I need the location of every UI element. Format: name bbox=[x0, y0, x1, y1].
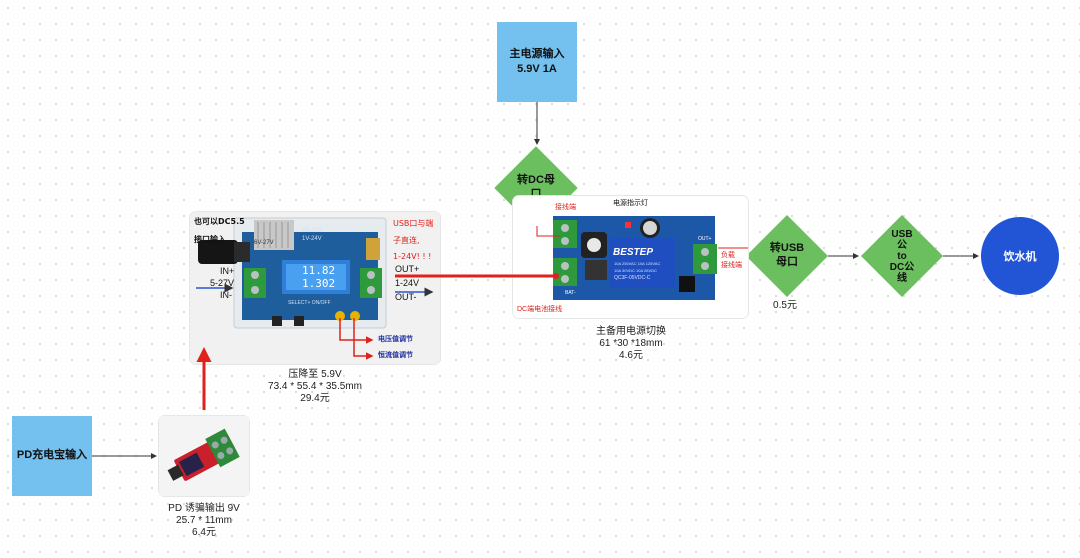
red-wire-dc-to-switch bbox=[536, 226, 560, 237]
buck-caption-line: 73.4 * 55.4 * 35.5mm bbox=[268, 381, 362, 392]
switch-label-load: 负载 bbox=[721, 252, 735, 259]
switch-caption-line: 主备用电源切换 bbox=[596, 326, 666, 337]
buck-converter-image bbox=[190, 212, 440, 364]
buck-note-dc: 也可以DC5.5 bbox=[194, 217, 245, 226]
buck-silk-text: ZK-J3X bbox=[302, 228, 323, 234]
switch-label-indicator: 电源指示灯 bbox=[613, 200, 648, 207]
buck-caption-line: 压降至 5.9V bbox=[288, 369, 342, 380]
to-dc-diamond[interactable]: 转DC母 口 bbox=[494, 146, 578, 230]
switch-relay-text: 10A 30VDC 10A 28VDC bbox=[614, 268, 657, 273]
switch-module-image bbox=[513, 196, 748, 318]
switch-module-card[interactable]: BESTEP 10A 250VAC 10A 125VAC 10A 30VDC 1… bbox=[513, 196, 748, 318]
buck-out-range: 1-24V bbox=[395, 278, 420, 288]
buck-silk-text: SELECT+ ON/OFF bbox=[288, 300, 331, 306]
water-machine-node[interactable]: 饮水机 bbox=[981, 217, 1059, 295]
to-dc-label: 转DC母 口 bbox=[517, 174, 555, 200]
pd-trigger-card[interactable] bbox=[159, 416, 249, 496]
buck-converter-card[interactable]: 也可以DC5.5 接口输入 USB口与端 子直连, 1-24V! ! ! ZK-… bbox=[190, 212, 440, 364]
usb-to-dc-label: USB 公 to DC公 线 bbox=[889, 228, 915, 284]
red-wire-dot bbox=[553, 273, 559, 279]
switch-label-out: OUT+ bbox=[698, 236, 712, 242]
switch-label-load: 接线端 bbox=[721, 262, 742, 269]
switch-label-battery: DC端电池接线 bbox=[517, 306, 563, 313]
switch-brand: BESTEP bbox=[613, 247, 654, 258]
pd-trigger-caption-line: 25.7 * 11mm bbox=[176, 515, 232, 526]
buck-out-plus: OUT+ bbox=[395, 264, 420, 274]
switch-caption: 主备用电源切换 61 *30 *18mm 4.6元 bbox=[566, 326, 696, 362]
red-wire-voltage-adjust bbox=[339, 318, 374, 344]
switch-caption-line: 4.6元 bbox=[619, 350, 643, 361]
switch-label-terminal: 接线端 bbox=[555, 204, 576, 211]
buck-caption-line: 29.4元 bbox=[300, 393, 330, 404]
buck-usb-note: USB口与端 bbox=[393, 219, 434, 228]
to-usb-diamond[interactable]: 转USB 母口 bbox=[745, 214, 829, 298]
buck-usb-note: 1-24V! ! ! bbox=[393, 252, 432, 261]
buck-usb-note: 子直连, bbox=[393, 236, 420, 245]
buck-caption: 压降至 5.9V 73.4 * 55.4 * 35.5mm 29.4元 bbox=[245, 369, 385, 405]
buck-silk-text: 6V-27V bbox=[254, 240, 274, 246]
pd-trigger-caption-line: 6.4元 bbox=[192, 527, 216, 538]
pd-trigger-caption-line: PD 诱骗输出 9V bbox=[168, 503, 240, 514]
buck-silk-text: 1V-24V bbox=[302, 236, 322, 242]
buck-in-plus: IN+ bbox=[220, 266, 235, 276]
usb-price-caption: 0.5元 bbox=[773, 300, 797, 311]
buck-display-volts: 11.82 bbox=[302, 264, 336, 277]
buck-current-adjust: 恒流值调节 bbox=[378, 351, 413, 359]
switch-relay-text: 10A 250VAC 10A 125VAC bbox=[614, 261, 661, 266]
pd-input-label: PD充电宝输入 bbox=[16, 449, 88, 462]
buck-display-amps: 1.302 bbox=[302, 277, 336, 290]
switch-caption-line: 61 *30 *18mm bbox=[599, 338, 663, 349]
water-machine-label: 饮水机 bbox=[1003, 251, 1037, 263]
switch-label-bat: BAT- bbox=[565, 290, 576, 296]
pd-trigger-caption: PD 诱骗输出 9V 25.7 * 11mm 6.4元 bbox=[144, 503, 264, 539]
buck-out-minus: OUT- bbox=[395, 292, 417, 302]
buck-in-range: 5-27V bbox=[210, 278, 235, 288]
switch-relay-text: QC3F-05VDC-C bbox=[614, 275, 651, 281]
to-usb-label: 转USB 母口 bbox=[769, 242, 805, 268]
usb-to-dc-diamond[interactable]: USB 公 to DC公 线 bbox=[860, 214, 944, 298]
main-power-label: 主电源输入 5.9V 1A bbox=[509, 47, 565, 75]
pd-trigger-image bbox=[159, 416, 249, 496]
main-power-node[interactable]: 主电源输入 5.9V 1A bbox=[497, 22, 577, 102]
buck-in-minus: IN- bbox=[220, 290, 232, 300]
buck-voltage-adjust: 电压值调节 bbox=[378, 335, 413, 343]
red-wire-current-adjust bbox=[353, 318, 374, 360]
buck-note-port: 接口输入 bbox=[194, 235, 226, 244]
pd-input-node[interactable]: PD充电宝输入 bbox=[12, 416, 92, 496]
